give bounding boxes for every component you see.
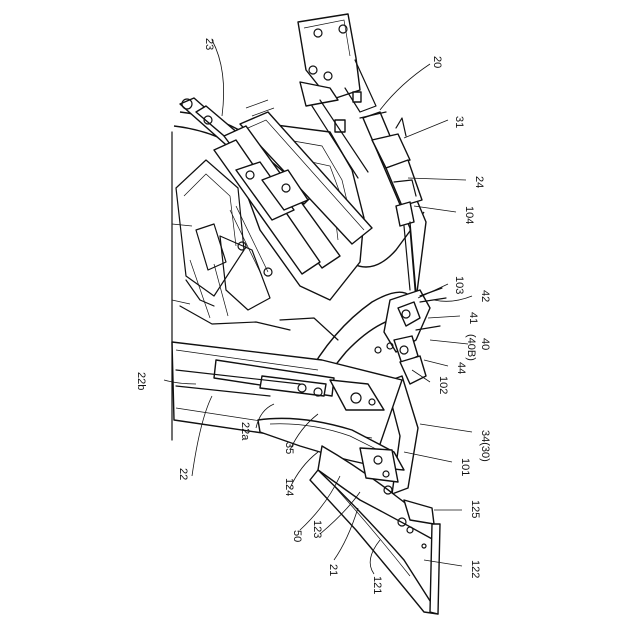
reference-labels: 23 20 31 24 104 103 42 41 40 (40B) 44 10… — [135, 38, 491, 594]
label-21: 21 — [327, 564, 339, 576]
label-103: 103 — [453, 276, 465, 294]
label-104: 104 — [463, 206, 475, 224]
label-121: 121 — [371, 576, 383, 594]
label-42: 42 — [479, 290, 491, 302]
label-123: 123 — [311, 520, 323, 538]
label-35: 35 — [283, 442, 295, 454]
label-50: 50 — [291, 530, 303, 542]
label-22a: 22a — [239, 422, 251, 441]
label-122: 122 — [469, 560, 481, 578]
label-20: 20 — [431, 56, 443, 68]
label-41: 41 — [467, 312, 479, 324]
label-31: 31 — [453, 116, 465, 128]
label-44: 44 — [455, 362, 467, 374]
label-101: 101 — [459, 458, 471, 476]
label-34-30: 34(30) — [479, 430, 491, 462]
label-40B: (40B) — [465, 334, 477, 361]
label-22: 22 — [177, 468, 189, 480]
label-40: 40 — [479, 338, 491, 350]
label-22b: 22b — [135, 372, 147, 390]
label-124: 124 — [283, 478, 295, 496]
upper-bracket — [298, 14, 376, 132]
label-23: 23 — [203, 38, 215, 50]
label-24: 24 — [473, 176, 485, 188]
label-125: 125 — [469, 500, 481, 518]
label-102: 102 — [437, 376, 449, 394]
